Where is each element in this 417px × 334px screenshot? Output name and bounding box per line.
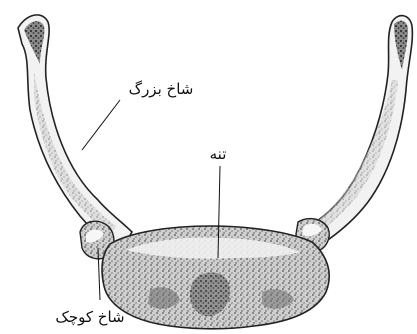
- label-lesser-horn: شاخ کوچک: [55, 308, 124, 326]
- label-greater-horn: شاخ بزرگ: [129, 80, 194, 98]
- label-body: تنه: [210, 145, 227, 163]
- right-greater-horn: [310, 16, 412, 244]
- leader-line-greater-horn: [82, 100, 120, 150]
- left-greater-horn: [18, 15, 132, 252]
- hyoid-body: [102, 226, 329, 329]
